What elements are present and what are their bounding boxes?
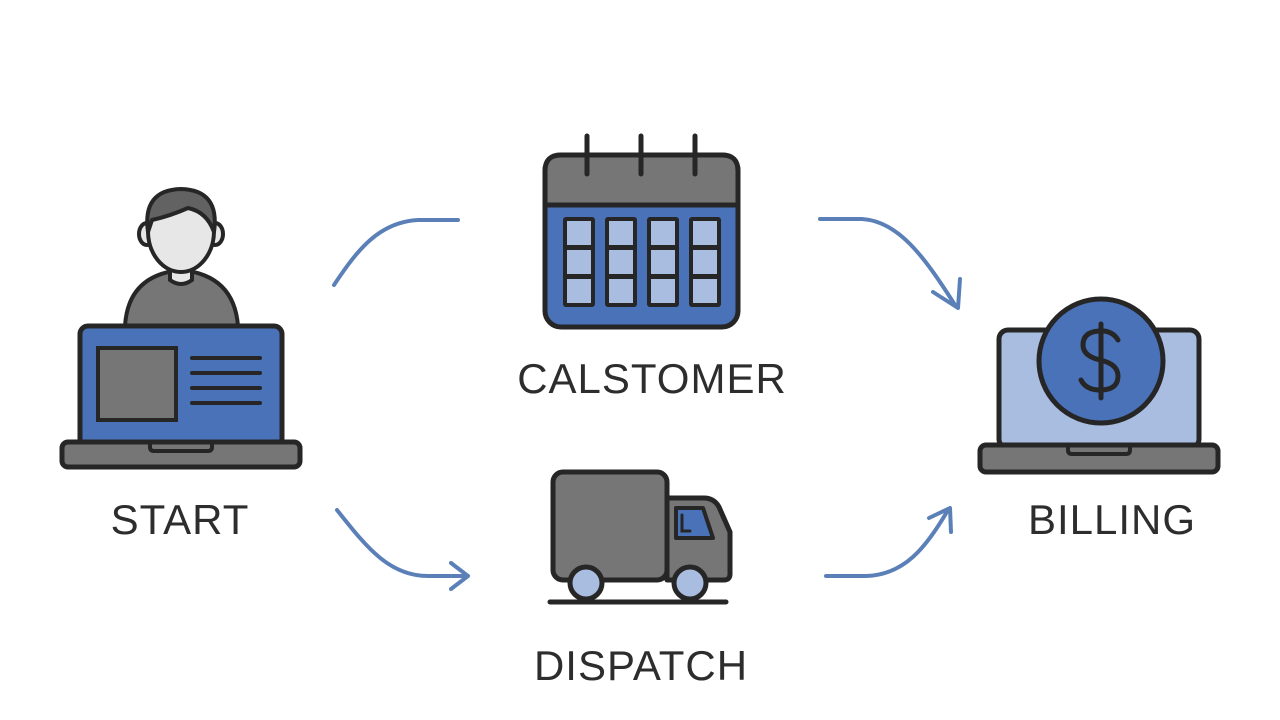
calendar-day-cell [567, 250, 591, 274]
billing-label: BILLING [1027, 496, 1197, 543]
calendar-day-cell [609, 250, 633, 274]
start-label: START [110, 496, 250, 543]
calendar-day-cell [609, 279, 633, 303]
calendar-day-cell [693, 279, 717, 303]
arrow-start-to-dispatch [335, 508, 470, 591]
dispatch-label: DISPATCH [533, 642, 749, 689]
calendar-day-cell [693, 221, 717, 245]
calendar-day-cell [693, 250, 717, 274]
arrow-dispatch-to-billing [824, 506, 953, 578]
delivery-truck-icon [547, 469, 733, 605]
calendar-icon [542, 133, 741, 330]
calendar-day-cell [567, 221, 591, 245]
user-at-laptop-icon [59, 187, 303, 470]
laptop-dollar-icon [977, 296, 1221, 475]
calendar-day-cell [651, 279, 675, 303]
calendar-day-cell [651, 221, 675, 245]
arrow-calendar-to-billing [818, 217, 962, 310]
dollar-sign-icon [1078, 321, 1121, 401]
calendar-grid [563, 217, 721, 307]
calendar-day-cell [609, 221, 633, 245]
calendar-day-cell [651, 250, 675, 274]
arrow-start-to-calendar [332, 218, 460, 287]
calendar-label: CALSTOMER [517, 355, 787, 402]
calendar-day-cell [567, 279, 591, 303]
